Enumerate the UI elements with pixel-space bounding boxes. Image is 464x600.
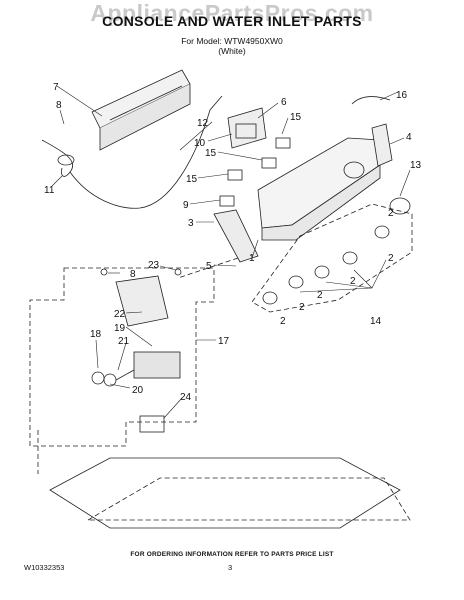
rear-panel-part: [91, 69, 191, 151]
knob-row: [262, 225, 390, 305]
callout-11: 11: [44, 185, 55, 196]
callout-2: 2: [280, 316, 286, 327]
callout-17: 17: [218, 336, 230, 347]
callout-24: 24: [180, 392, 192, 403]
knob-part: [389, 197, 411, 215]
callout-12: 12: [197, 118, 209, 129]
water-inlet-valve-part: [91, 275, 181, 387]
callout-1: 1: [249, 253, 255, 264]
callout-22: 22: [114, 309, 126, 320]
clip-part: [139, 415, 165, 433]
callout-15: 15: [290, 112, 302, 123]
callout-5: 5: [206, 261, 212, 272]
hose-part: [351, 96, 391, 105]
page-title: CONSOLE AND WATER INLET PARTS: [102, 13, 362, 29]
callout-18: 18: [90, 329, 102, 340]
callout-2: 2: [299, 302, 305, 313]
callout-3: 3: [188, 218, 194, 229]
callout-13: 13: [410, 160, 422, 171]
callout-8: 8: [56, 100, 62, 111]
power-cord-part: [41, 95, 223, 209]
bracket-part: [227, 107, 267, 149]
callout-8: 8: [130, 269, 136, 280]
callout-14: 14: [370, 316, 382, 327]
callout-2: 2: [388, 253, 394, 264]
callout-labels: 7 8 11 6 12 10 15 16 15 4 15 13 9 3 2 1 …: [44, 82, 422, 403]
model-line: For Model: WTW4950XW0: [181, 36, 283, 46]
callout-6: 6: [281, 97, 287, 108]
callout-15: 15: [205, 148, 217, 159]
callout-7: 7: [53, 82, 59, 93]
switch-part: [275, 137, 291, 149]
doc-number: W10332353: [24, 563, 65, 572]
callout-2: 2: [350, 276, 356, 287]
leader-lines: [51, 85, 411, 419]
callout-9: 9: [183, 200, 189, 211]
switch-part: [261, 157, 277, 169]
callout-2: 2: [388, 208, 394, 219]
color-line: (White): [218, 46, 246, 56]
callout-16: 16: [396, 90, 408, 101]
tub-ring-part: [49, 457, 401, 529]
callout-15: 15: [186, 174, 198, 185]
console-body-part: [257, 137, 381, 241]
callout-10: 10: [194, 138, 206, 149]
callout-19: 19: [114, 323, 126, 334]
end-cap-part: [213, 209, 259, 263]
watermark-text: AppliancePartsPros.com: [90, 0, 374, 26]
callout-21: 21: [118, 336, 130, 347]
switch-part: [227, 169, 243, 181]
screw-part: [174, 268, 182, 276]
right-bracket-part: [371, 123, 393, 167]
ordering-note: FOR ORDERING INFORMATION REFER TO PARTS …: [130, 551, 334, 558]
callout-2: 2: [317, 290, 323, 301]
page-number: 3: [228, 563, 233, 572]
screw-part: [100, 268, 108, 276]
callout-20: 20: [132, 385, 144, 396]
callout-4: 4: [406, 132, 412, 143]
switch-part: [219, 195, 235, 207]
callout-23: 23: [148, 260, 160, 271]
